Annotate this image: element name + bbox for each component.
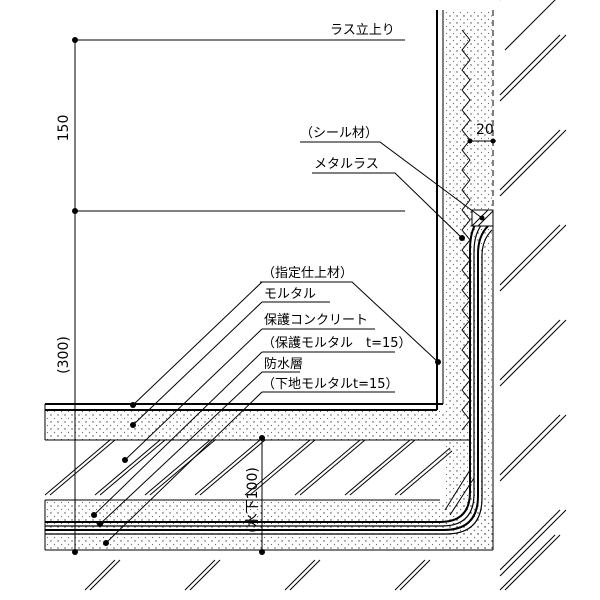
corner-chamfer-1: [444, 469, 471, 511]
dim-dot-bottom: [72, 549, 78, 555]
dim-dot-mid: [72, 208, 78, 214]
metal-lath-zigzag: [461, 29, 471, 431]
label-mortar: モルタル: [264, 287, 316, 302]
label-waterproof-layer: 防水層: [264, 356, 303, 372]
leader-lines: [93, 39, 483, 544]
wall-mortar-fill: [444, 10, 492, 550]
earth-hatch-left: [44, 439, 453, 496]
lower-slab-fill: [45, 500, 495, 550]
label-sealant: （シール材）: [300, 126, 378, 141]
dim-below-water-dot-bottom: [259, 549, 265, 555]
upper-slab-fill: [45, 410, 445, 440]
dim-below-water-dot-top: [259, 435, 265, 441]
label-metal-lath: メタルラス: [314, 157, 379, 172]
earth-hatch-right: [499, 0, 567, 577]
label-lath-rise: ラス立上り: [330, 23, 395, 38]
dim-gap-dot-right: [490, 138, 496, 144]
dim-text-below-water: (水下100): [245, 467, 261, 533]
label-protective-concrete: 保護コンクリート: [264, 312, 368, 328]
dim-text-20: 20: [476, 122, 494, 138]
dim-gap-dot-left: [467, 138, 473, 144]
earth-hatch-bottom: [84, 534, 561, 591]
dim-text-150: 150: [56, 115, 72, 142]
corner-chamfer-2: [449, 477, 475, 516]
leader-dots: [91, 215, 485, 546]
dim-dot-top: [72, 37, 78, 43]
label-protective-mortar: （保護モルタル t=15）: [262, 335, 412, 351]
sealant-hatch-2: [477, 210, 494, 227]
label-finish: （指定仕上材）: [262, 266, 353, 281]
dim-text-300: (300): [56, 336, 72, 374]
label-base-mortar: （下地モルタルt=15）: [262, 377, 399, 392]
